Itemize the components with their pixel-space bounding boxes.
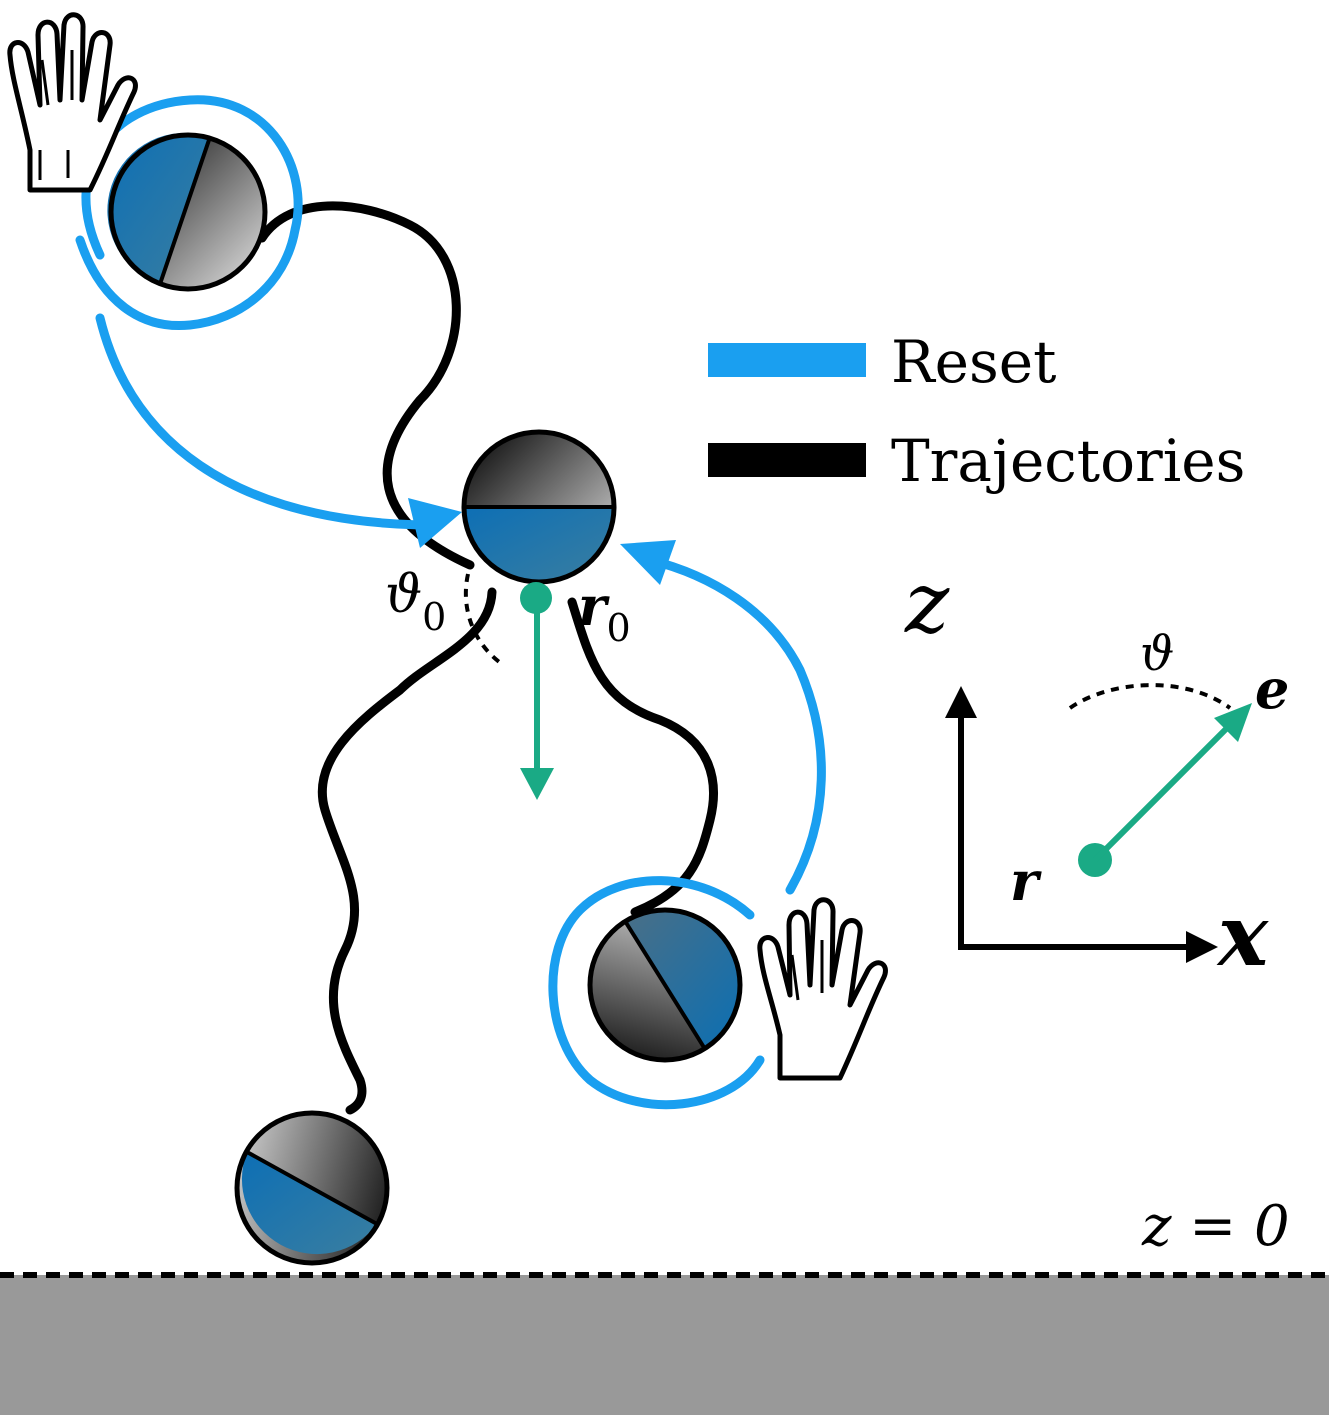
e-arrowhead — [1214, 703, 1252, 742]
legend-swatch-trajectories — [708, 443, 866, 477]
reset-paths — [75, 95, 826, 1110]
wall-label: z = 0 — [1141, 1194, 1290, 1259]
r-label: r — [1010, 849, 1042, 913]
particle-top-left — [107, 132, 268, 292]
theta0-label: ϑ0 — [385, 565, 446, 639]
x-axis-arrowhead — [1186, 931, 1218, 963]
hand-icon — [7, 12, 138, 193]
reset-ring-bottom — [548, 876, 765, 1110]
reset-arrowhead-top — [408, 498, 462, 548]
r0-label: r0 — [578, 574, 631, 650]
trajectory-right — [567, 597, 718, 917]
legend-label-trajectories: Trajectories — [891, 427, 1245, 495]
theta-arc — [1068, 683, 1232, 710]
e-label: e — [1255, 657, 1289, 721]
reset-arrowhead-bottom — [620, 540, 676, 585]
r0-point — [520, 582, 552, 614]
legend-swatch-reset — [708, 343, 866, 377]
particle-bottom — [234, 1110, 390, 1266]
particle-bottom-right — [587, 907, 743, 1063]
reset-arc-top — [95, 313, 425, 530]
theta0-arc — [463, 573, 504, 666]
z-axis-arrowhead — [945, 686, 977, 718]
hand-icon — [757, 897, 888, 1081]
axis-label-z: z — [904, 554, 950, 652]
e0-arrowhead — [520, 768, 554, 800]
theta-label: ϑ — [1140, 626, 1174, 682]
trajectory-top — [257, 201, 475, 570]
trajectory-left — [317, 587, 497, 1115]
reset-arc-bottom — [645, 555, 826, 895]
axis-label-x: x — [1216, 886, 1269, 985]
particle-center — [461, 429, 617, 585]
legend-label-reset: Reset — [891, 328, 1056, 396]
e-arrow — [1092, 720, 1235, 863]
trajectories — [257, 201, 718, 1115]
ground-surface — [0, 1275, 1329, 1415]
